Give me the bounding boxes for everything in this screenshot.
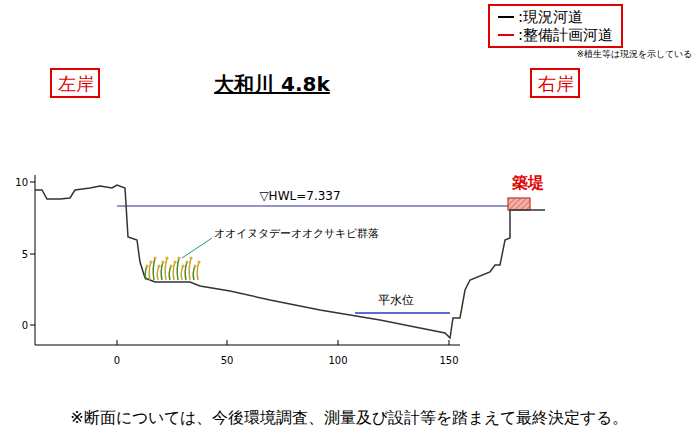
grass-seedhead	[153, 256, 156, 259]
grass-blade	[169, 266, 171, 280]
grass-seedhead	[165, 256, 168, 259]
bank-label-box: 右岸	[530, 68, 580, 98]
legend-text: :整備計画河道	[518, 26, 613, 45]
grass-blade	[157, 266, 159, 280]
grass-seedhead	[181, 264, 184, 267]
grass-blade	[181, 266, 183, 280]
axis-tick-label: 5	[22, 249, 28, 260]
bank-label: 右岸	[538, 74, 572, 94]
legend-note: ※植生等は現況を示している	[576, 50, 692, 60]
legend-line-sample	[498, 34, 514, 36]
grass-blade	[161, 262, 163, 280]
grass-blade	[165, 258, 167, 280]
water-level-line	[355, 312, 450, 314]
hwl-line	[117, 205, 510, 206]
axis-tick-label: 150	[439, 355, 458, 366]
levee	[508, 198, 530, 210]
grass-seedhead	[193, 264, 196, 267]
grass-blade	[149, 262, 151, 280]
vegetation	[145, 256, 200, 280]
axis-tick-label: 50	[221, 355, 234, 366]
grass-blade	[197, 262, 199, 280]
grass-blade	[145, 266, 147, 280]
grass-blade	[153, 258, 155, 280]
footnote: ※断面については、今後環境調査、測量及び設計等を踏まえて最終決定する。	[70, 409, 627, 427]
grass-seedhead	[189, 256, 192, 259]
water-level-label: 平水位	[378, 294, 414, 307]
grass-seedhead	[169, 264, 172, 267]
grass-seedhead	[145, 264, 148, 267]
grass-seedhead	[173, 260, 176, 263]
grass-seedhead	[197, 260, 200, 263]
vegetation-label: オオイヌタデーオオクサキビ群落	[214, 228, 379, 240]
ground-profile	[35, 185, 545, 338]
legend-row: :整備計画河道	[498, 26, 613, 44]
axes	[30, 175, 460, 345]
bank-label: 左岸	[58, 74, 92, 94]
grass-blade	[173, 262, 175, 280]
grass-seedhead	[157, 264, 160, 267]
legend-row: :現況河道	[498, 8, 613, 26]
legend-box: :現況河道:整備計画河道	[488, 4, 623, 48]
axis-tick-label: 0	[22, 320, 28, 331]
grass-seedhead	[177, 256, 180, 259]
axis-tick-label: 100	[328, 355, 347, 366]
section-title: 大和川 4.8k	[214, 73, 330, 95]
hwl-label: ▽HWL=7.337	[259, 190, 340, 203]
grass-seedhead	[149, 260, 152, 263]
grass-seedhead	[161, 260, 164, 263]
grass-seedhead	[185, 260, 188, 263]
grass-blade	[185, 262, 187, 280]
grass-blade	[177, 258, 179, 280]
legend-line-sample	[498, 16, 514, 18]
leader-line	[182, 238, 212, 258]
grass-blade	[189, 258, 191, 280]
legend-text: :現況河道	[518, 8, 583, 27]
grass-blade	[193, 266, 195, 280]
bank-label-box: 左岸	[50, 68, 100, 98]
axis-tick-label: 10	[15, 177, 28, 188]
axis-tick-label: 0	[114, 355, 120, 366]
levee-label: 築堤	[512, 174, 544, 192]
